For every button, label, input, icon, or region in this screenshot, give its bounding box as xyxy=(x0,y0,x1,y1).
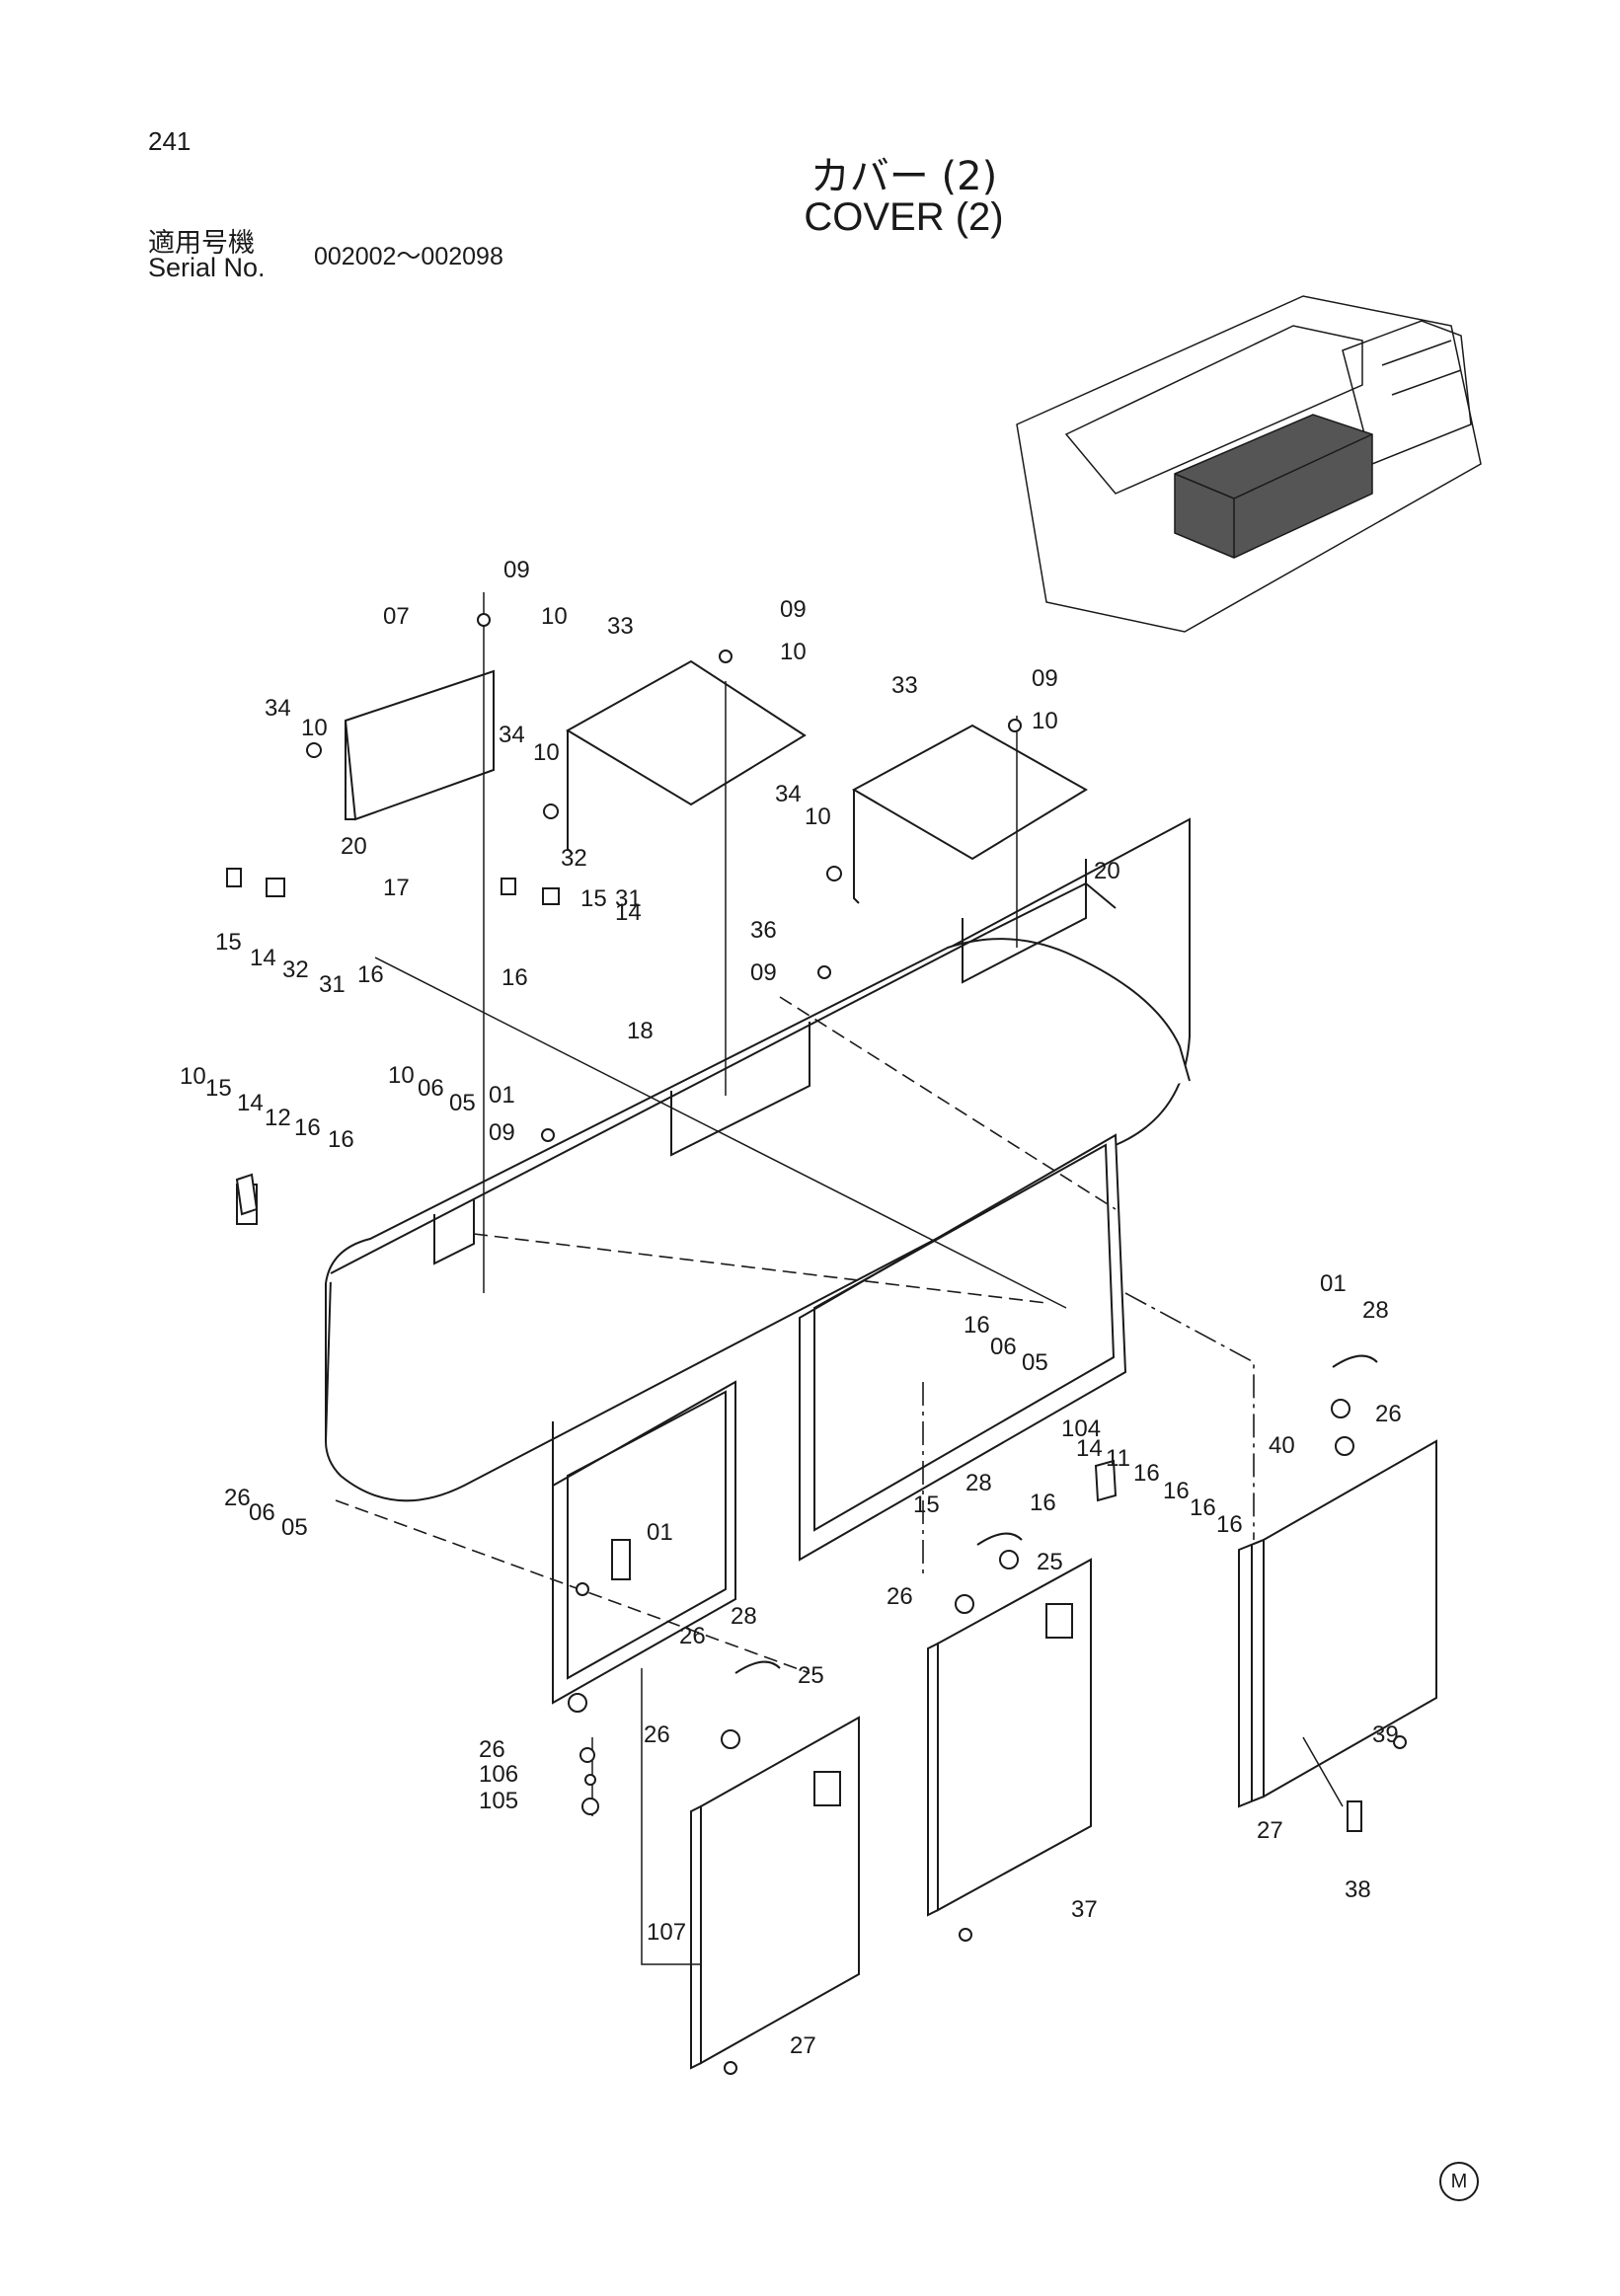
callout-38: 38 xyxy=(1345,1876,1371,1903)
door-39 xyxy=(1263,1439,1437,1799)
serial-label-japanese: 適用号機 xyxy=(148,228,255,259)
doors xyxy=(690,1439,1437,2070)
callout-16: 16 xyxy=(501,964,528,991)
callout-28: 28 xyxy=(965,1470,992,1496)
callout-40: 40 xyxy=(1269,1432,1295,1459)
callout-26: 26 xyxy=(887,1583,913,1610)
callout-10: 10 xyxy=(533,739,560,766)
callout-31: 31 xyxy=(615,885,642,912)
callout-01: 01 xyxy=(489,1082,515,1109)
callout-27: 27 xyxy=(790,2032,816,2059)
callout-39: 39 xyxy=(1372,1722,1399,1748)
callout-36: 36 xyxy=(750,917,777,944)
callout-16: 16 xyxy=(964,1312,990,1339)
page-title-japanese: カバー (2) xyxy=(810,154,998,199)
callout-16: 16 xyxy=(357,961,384,988)
callout-16: 16 xyxy=(1190,1494,1216,1521)
callout-10: 10 xyxy=(780,639,807,665)
assembly-lines xyxy=(335,592,1344,1965)
panel-33-left xyxy=(566,659,807,806)
callout-16: 16 xyxy=(294,1114,321,1141)
callout-15: 15 xyxy=(580,885,607,912)
callout-107: 107 xyxy=(647,1919,686,1946)
callout-26: 26 xyxy=(644,1722,670,1748)
callout-09: 09 xyxy=(489,1119,515,1146)
callout-28: 28 xyxy=(731,1603,757,1630)
callout-09: 09 xyxy=(503,557,530,583)
callout-32: 32 xyxy=(561,845,587,872)
callout-15: 15 xyxy=(913,1492,940,1518)
callout-07: 07 xyxy=(383,603,410,630)
callout-14: 14 xyxy=(1076,1435,1103,1462)
callout-20: 20 xyxy=(341,833,367,860)
serial-label: Serial No. xyxy=(148,253,266,282)
callout-37: 37 xyxy=(1071,1896,1098,1923)
callout-06: 06 xyxy=(418,1075,444,1102)
cover-housing xyxy=(324,817,1191,1705)
callout-09: 09 xyxy=(750,959,777,986)
callout-09: 09 xyxy=(1032,665,1058,692)
callout-34: 34 xyxy=(499,722,525,748)
callout-20: 20 xyxy=(1094,858,1120,884)
callout-10: 10 xyxy=(301,715,328,741)
callout-16: 16 xyxy=(1133,1460,1160,1487)
callout-10: 10 xyxy=(805,804,831,830)
callout-14: 14 xyxy=(615,899,642,926)
callout-06: 06 xyxy=(249,1499,275,1526)
callout-34: 34 xyxy=(265,695,291,722)
callout-26: 26 xyxy=(679,1623,706,1649)
callout-26: 26 xyxy=(224,1485,251,1511)
callout-16: 16 xyxy=(1163,1478,1190,1504)
corner-marker: M xyxy=(1439,2162,1479,2201)
callout-12: 12 xyxy=(265,1105,291,1131)
callout-10: 10 xyxy=(541,603,568,630)
callout-01: 01 xyxy=(647,1519,673,1546)
hardware xyxy=(226,613,1407,2075)
callout-25: 25 xyxy=(1037,1549,1063,1575)
callout-18: 18 xyxy=(627,1018,654,1044)
callout-34: 34 xyxy=(775,781,802,807)
callout-15: 15 xyxy=(205,1075,232,1102)
page-title: COVER (2) xyxy=(804,195,1004,239)
door-37 xyxy=(700,1716,860,2065)
callout-33: 33 xyxy=(607,613,634,640)
callout-11: 11 xyxy=(1106,1445,1130,1472)
callout-28: 28 xyxy=(1362,1297,1389,1324)
serial-range: 002002～002098 xyxy=(314,243,503,270)
machine-inset xyxy=(1016,295,1482,633)
callout-16: 16 xyxy=(1030,1490,1056,1516)
callout-15: 15 xyxy=(215,929,242,956)
callout-14: 14 xyxy=(250,945,276,971)
callout-14: 14 xyxy=(237,1090,264,1116)
callout-104: 104 xyxy=(1061,1416,1101,1442)
callout-05: 05 xyxy=(1022,1349,1048,1376)
highlighted-cover-icon xyxy=(1174,414,1373,559)
callout-05: 05 xyxy=(281,1514,308,1541)
callout-05: 05 xyxy=(449,1090,476,1116)
callout-105: 105 xyxy=(479,1788,518,1814)
callout-106: 106 xyxy=(479,1761,518,1788)
callout-09: 09 xyxy=(780,596,807,623)
panel-07 xyxy=(344,669,495,821)
callout-32: 32 xyxy=(282,957,309,983)
top-panels xyxy=(344,659,1088,904)
callout-26: 26 xyxy=(479,1736,505,1763)
callout-25: 25 xyxy=(798,1662,824,1689)
callout-33: 33 xyxy=(891,672,918,699)
callout-10: 10 xyxy=(388,1062,415,1089)
callout-16: 16 xyxy=(1216,1511,1243,1538)
callout-16: 16 xyxy=(328,1126,354,1153)
callout-17: 17 xyxy=(383,875,410,901)
callout-31: 31 xyxy=(319,971,346,998)
page-number: 241 xyxy=(148,126,192,156)
callout-27: 27 xyxy=(1257,1817,1283,1844)
panel-33-right xyxy=(851,724,1088,861)
callout-06: 06 xyxy=(990,1334,1017,1360)
callout-10: 10 xyxy=(1032,708,1058,734)
callout-10: 10 xyxy=(180,1063,206,1090)
callout-01: 01 xyxy=(1320,1270,1347,1297)
callout-26: 26 xyxy=(1375,1401,1402,1427)
